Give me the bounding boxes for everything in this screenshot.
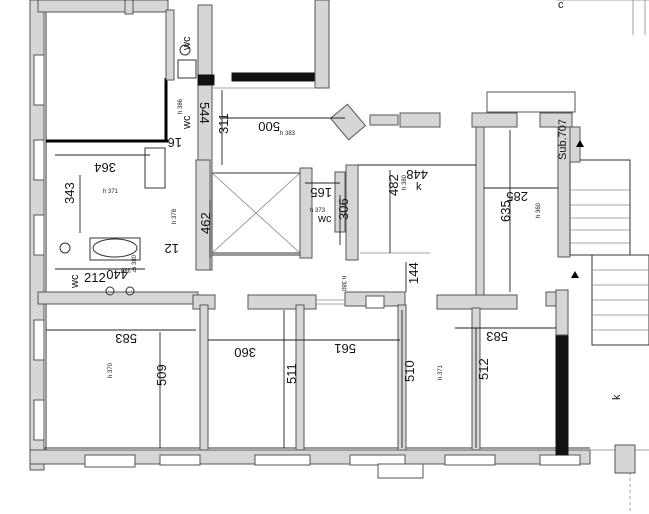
window [444, 454, 496, 466]
dim-500: 500 [258, 119, 280, 134]
dim-448: 448 [406, 167, 428, 182]
window [254, 454, 311, 466]
room-height: h 380 [340, 276, 346, 292]
dim-144: 144 [406, 262, 421, 284]
upper-walls [37, 0, 649, 271]
dim-212: 212 [84, 270, 106, 285]
dim-165: 165 [310, 185, 332, 200]
room-height: h 373 [310, 208, 326, 214]
dim-462: 462 [198, 212, 213, 234]
dim-509: 509 [154, 364, 169, 386]
dim-440: 440 [106, 267, 128, 282]
core-walls [195, 126, 571, 296]
grid-edges [590, 444, 649, 514]
wc-label: wc [181, 115, 193, 130]
stair [569, 126, 649, 346]
room-height: h 360 [536, 202, 542, 218]
wc-label: wc [317, 213, 332, 225]
dim-510: 510 [402, 360, 417, 382]
window [377, 463, 424, 479]
room-height: h 370 [108, 362, 114, 378]
dim-583-left: 583 [115, 331, 137, 346]
corner-label: c [558, 0, 564, 11]
room-height: h 380 [402, 174, 408, 190]
dim-482: 482 [386, 174, 401, 196]
stair-label: Sub.707 [557, 119, 569, 160]
window [84, 454, 136, 468]
room-labels: wc wc wc wc k k Sub.707 c [69, 0, 623, 400]
wc-label: wc [69, 274, 81, 289]
window [33, 319, 45, 361]
kitchen-label: k [416, 181, 422, 193]
dim-635: 635 [498, 200, 513, 222]
dim-343: 343 [62, 182, 77, 204]
room-height: h 371 [103, 189, 119, 195]
dim-311: 311 [216, 113, 231, 134]
window [159, 454, 201, 466]
dimension-labels: 364 343 212 583 509 440 12 462 311 544 1… [62, 102, 528, 386]
dim-16: 16 [168, 135, 182, 150]
window [33, 54, 45, 106]
dim-561: 561 [334, 341, 356, 356]
window [33, 399, 45, 441]
dim-285: 285 [506, 189, 528, 204]
window [33, 214, 45, 256]
window [539, 454, 581, 466]
dim-512: 512 [476, 358, 491, 380]
room-height: h 371 [438, 364, 444, 380]
dim-12: 12 [165, 241, 179, 256]
room-height: h 378 [172, 208, 178, 224]
room-height: h 383 [280, 131, 296, 137]
fixtures [59, 44, 197, 296]
room-height: h 380 [132, 254, 138, 270]
room-height: h 386 [178, 98, 184, 114]
dim-364: 364 [94, 160, 116, 175]
dim-511: 511 [284, 363, 299, 384]
window [33, 139, 45, 181]
room-height: h 380 [120, 266, 136, 272]
kitchen-label: k [611, 394, 623, 400]
dim-306: 306 [336, 198, 351, 220]
wc-label: wc [181, 36, 193, 51]
dim-544: 544 [197, 102, 212, 124]
dimension-lines [46, 90, 558, 448]
dim-360: 360 [234, 345, 256, 360]
dim-583-right: 583 [486, 329, 508, 344]
exterior-walls [29, 0, 591, 479]
room-heights: h 383 h 371 h 378 h 373 h 380 h 380 h 36… [103, 98, 542, 380]
